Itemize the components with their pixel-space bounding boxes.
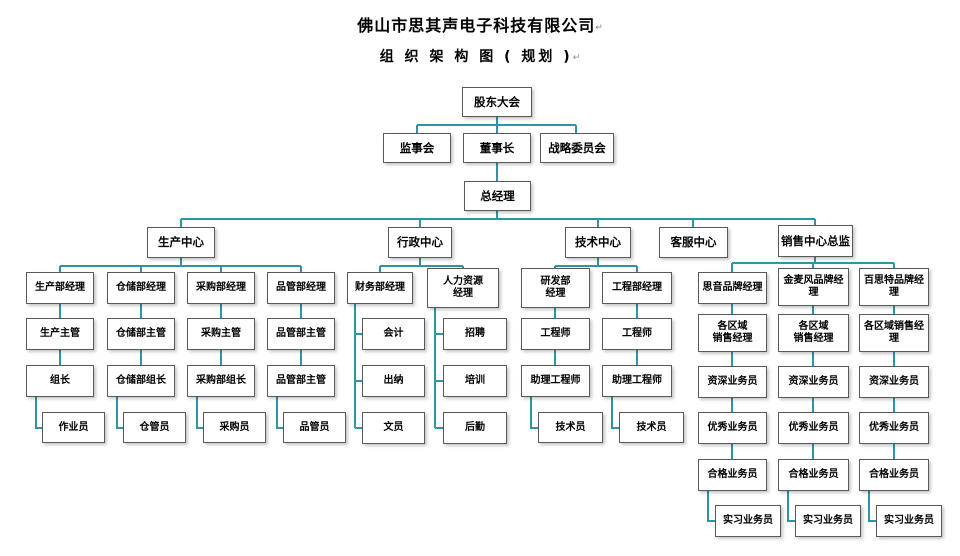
node-admin-col0-row3: 文员 — [362, 412, 425, 444]
node-tech-center: 技术中心 — [565, 227, 631, 258]
node-production-col1-row1: 仓储部主管 — [107, 318, 175, 350]
connector-gm-centers — [180, 211, 816, 227]
node-production-col1-row0: 仓储部经理 — [107, 272, 175, 304]
node-sales-col1-row4: 合格业务员 — [778, 459, 849, 491]
node-sales-col0-row5: 实习业务员 — [715, 505, 781, 537]
node-sales-col0-row1: 各区域 销售经理 — [698, 314, 767, 352]
node-tech-col0-row3: 技术员 — [538, 412, 603, 443]
node-production-col1-row3: 仓管员 — [123, 412, 186, 443]
node-sales-col2-row2: 资深业务员 — [859, 366, 929, 398]
node-sales-col1-row5: 实习业务员 — [795, 505, 861, 537]
node-tech-col0-row2: 助理工程师 — [521, 365, 590, 397]
node-sales-col1-row3: 优秀业务员 — [778, 412, 849, 444]
node-admin-col0-row0: 财务部经理 — [347, 272, 413, 304]
page-subtitle: 组 织 架 构 图 ( 规划 )↵ — [0, 46, 960, 66]
node-sales-col2-row0: 百思特品牌经 理 — [859, 268, 929, 306]
node-sales-col1-row2: 资深业务员 — [778, 366, 849, 398]
node-sales-col2-row4: 合格业务员 — [859, 459, 929, 491]
node-admin-col1-row1: 招聘 — [443, 318, 507, 350]
node-sales-col0-row2: 资深业务员 — [698, 366, 767, 398]
node-admin-col0-row1: 会计 — [362, 318, 425, 350]
node-supervisory-board: 监事会 — [383, 133, 451, 163]
node-general-manager: 总经理 — [464, 181, 531, 211]
node-production-col0-row0: 生产部经理 — [26, 272, 94, 304]
page-title: 佛山市思其声电子科技有限公司↵ — [0, 12, 960, 36]
node-tech-col0-row0: 研发部 经理 — [521, 268, 590, 308]
node-customer-service-center: 客服中心 — [659, 227, 728, 258]
node-production-col0-row1: 生产主管 — [26, 318, 94, 350]
node-tech-col0-row1: 工程师 — [521, 318, 590, 350]
node-production-col1-row2: 仓储部组长 — [107, 365, 175, 397]
return-mark-icon: ↵ — [595, 23, 603, 33]
node-tech-col1-row0: 工程部经理 — [602, 272, 672, 304]
node-sales-col2-row3: 优秀业务员 — [859, 412, 929, 444]
page-title-text: 佛山市思其声电子科技有限公司 — [357, 16, 596, 35]
return-mark-icon: ↵ — [572, 53, 581, 63]
node-production-col3-row1: 品管部主管 — [267, 318, 335, 350]
node-sales-col0-row4: 合格业务员 — [698, 459, 767, 491]
page-subtitle-text: 组 织 架 构 图 ( 规划 ) — [379, 49, 573, 65]
node-tech-col1-row1: 工程师 — [602, 318, 672, 350]
node-strategy-committee: 战略委员会 — [540, 133, 614, 163]
node-production-col0-row3: 作业员 — [42, 412, 105, 443]
node-production-col2-row3: 采购员 — [203, 412, 266, 443]
node-production-col0-row2: 组长 — [26, 365, 94, 397]
node-tech-col1-row2: 助理工程师 — [602, 365, 672, 397]
node-admin-col0-row2: 出纳 — [362, 365, 425, 397]
node-admin-col1-row0: 人力资源 经理 — [427, 268, 499, 308]
node-production-col3-row3: 品管员 — [283, 412, 346, 443]
node-admin-col1-row2: 培训 — [443, 365, 507, 397]
node-shareholders-meeting: 股东大会 — [462, 87, 532, 117]
node-admin-col1-row3: 后勤 — [443, 412, 507, 444]
node-tech-col1-row3: 技术员 — [619, 412, 684, 443]
node-production-col2-row1: 采购主管 — [187, 318, 255, 350]
node-sales-col0-row0: 思音品牌经理 — [698, 272, 767, 304]
node-production-col2-row2: 采购部组长 — [187, 365, 255, 397]
node-production-col3-row0: 品管部经理 — [267, 272, 335, 304]
node-production-col3-row2: 品管部主管 — [267, 365, 335, 397]
node-production-col2-row0: 采购部经理 — [187, 272, 255, 304]
node-admin-center: 行政中心 — [388, 227, 452, 258]
node-sales-col1-row0: 金麦风品牌经 理 — [778, 268, 849, 306]
node-sales-col1-row1: 各区域 销售经理 — [778, 314, 849, 352]
node-chairman: 董事长 — [463, 133, 531, 163]
node-sales-col2-row1: 各区域销售经 理 — [859, 314, 929, 352]
node-production-center: 生产中心 — [147, 227, 215, 258]
node-sales-center-director: 销售中心总监 — [778, 225, 853, 257]
node-sales-col2-row5: 实习业务员 — [876, 505, 942, 537]
node-sales-col0-row3: 优秀业务员 — [698, 412, 767, 444]
